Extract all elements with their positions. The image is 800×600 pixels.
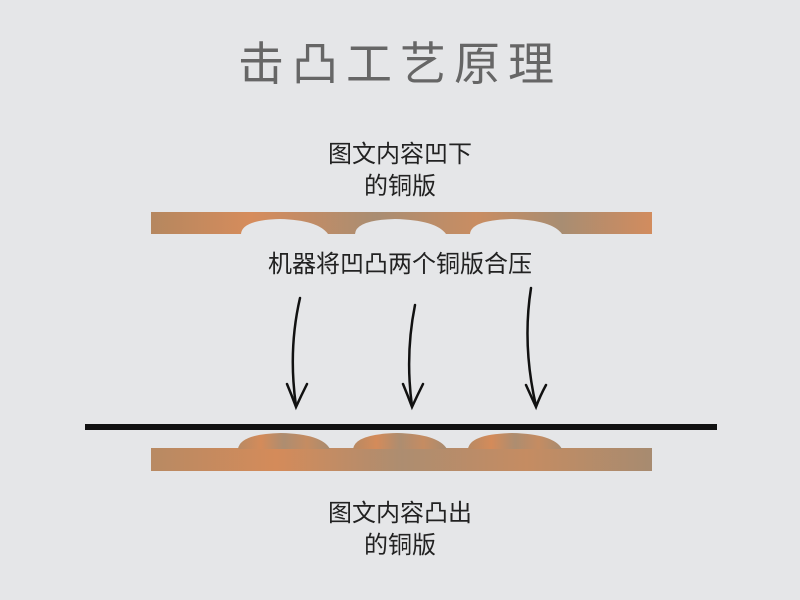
bottom-plate-caption: 图文内容凸出 的铜版 <box>0 497 800 561</box>
top-plate-recess-3 <box>470 219 562 234</box>
top-copper-plate <box>151 212 652 234</box>
down-arrow-icon <box>524 286 548 411</box>
top-caption-line-2: 的铜版 <box>364 172 436 200</box>
bottom-plate-body <box>151 448 652 471</box>
down-arrow-icon <box>285 296 309 411</box>
bottom-plate-bump-2 <box>353 433 447 449</box>
bottom-caption-line-1: 图文内容凸出 <box>328 499 472 527</box>
bottom-plate-bump-1 <box>238 433 330 449</box>
press-caption: 机器将凹凸两个铜版合压 <box>268 250 532 278</box>
down-arrow-icon <box>401 303 425 411</box>
top-plate-recess-2 <box>355 219 446 234</box>
top-plate-caption: 图文内容凹下 的铜版 <box>0 138 800 202</box>
top-caption-line-1: 图文内容凹下 <box>328 140 472 168</box>
bottom-copper-plate <box>151 433 652 471</box>
top-plate-recess-1 <box>241 219 328 234</box>
diagram-title: 击凸工艺原理 <box>238 37 562 91</box>
bottom-caption-line-2: 的铜版 <box>364 531 436 559</box>
bottom-plate-bump-3 <box>468 433 562 449</box>
press-arrows <box>285 286 548 411</box>
